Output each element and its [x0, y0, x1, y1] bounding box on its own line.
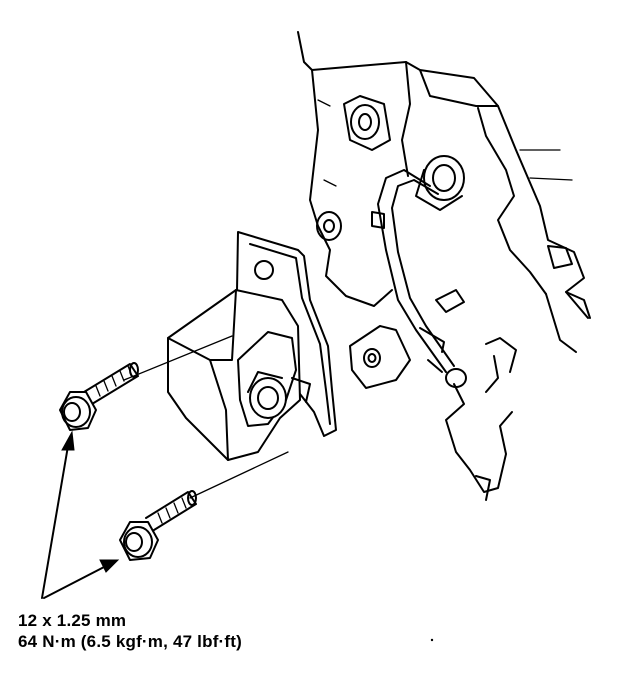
bolt-size-label: 12 x 1.25 mm	[18, 611, 127, 630]
upper-bolt	[59, 335, 233, 431]
callout-arrows	[41, 430, 120, 599]
frame-bracket	[349, 289, 517, 501]
sensor-cable	[371, 155, 467, 388]
torque-spec-label: 64 N·m (6.5 kgf·m, 47 lbf·ft)	[18, 632, 242, 651]
engine-block	[297, 31, 591, 353]
engine-mount	[167, 231, 337, 461]
lower-bolt	[119, 451, 289, 561]
